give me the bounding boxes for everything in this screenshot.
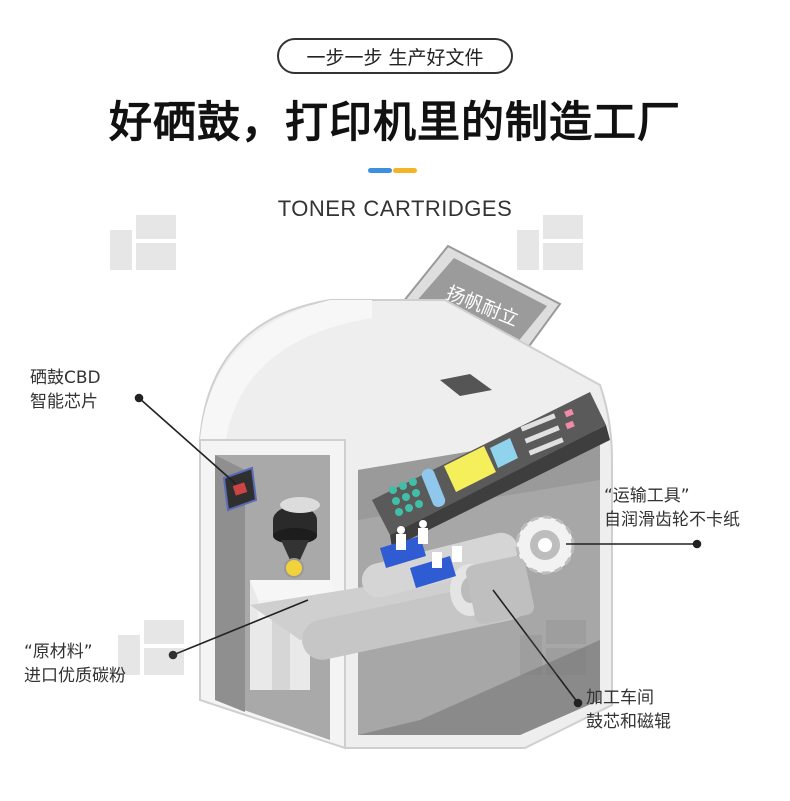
callout-drum-line2: 鼓芯和磁辊	[586, 712, 671, 732]
control-panel	[372, 392, 610, 548]
headline: 好硒鼓，打印机里的制造工厂	[109, 98, 681, 148]
tagline-text: 一步一步 生产好文件	[306, 46, 484, 69]
callout-gear-line2: 自润滑齿轮不卡纸	[604, 510, 740, 530]
gear	[515, 515, 575, 575]
watermark-logo	[110, 215, 180, 279]
callout-drum: 加工车间 鼓芯和磁辊	[586, 686, 671, 734]
watermark-logo	[517, 215, 587, 279]
callout-chip: 硒鼓CBD 智能芯片	[30, 366, 101, 414]
accent-bar-blue	[368, 168, 392, 173]
subtitle: TONER CARTRIDGES	[277, 196, 513, 221]
callout-drum-line1: 加工车间	[586, 688, 654, 708]
callout-toner-line2: 进口优质碳粉	[24, 666, 126, 686]
watermark-logo	[118, 620, 188, 684]
accent-bar-yellow	[393, 168, 417, 173]
watermark-logo	[520, 620, 590, 684]
callout-chip-line1: 硒鼓CBD	[30, 368, 101, 388]
callout-toner: “原材料” 进口优质碳粉	[24, 640, 126, 688]
callout-gear-line1: “运输工具”	[604, 486, 690, 506]
callout-gear: “运输工具” 自润滑齿轮不卡纸	[604, 484, 740, 532]
cbd-chip	[222, 466, 258, 512]
callout-lines	[134, 393, 702, 708]
callout-toner-line1: “原材料”	[24, 642, 93, 662]
callout-chip-line2: 智能芯片	[30, 392, 98, 412]
tagline-pill: 一步一步 生产好文件	[277, 38, 513, 74]
conveyor-rollers	[250, 532, 535, 660]
workers	[380, 520, 462, 588]
